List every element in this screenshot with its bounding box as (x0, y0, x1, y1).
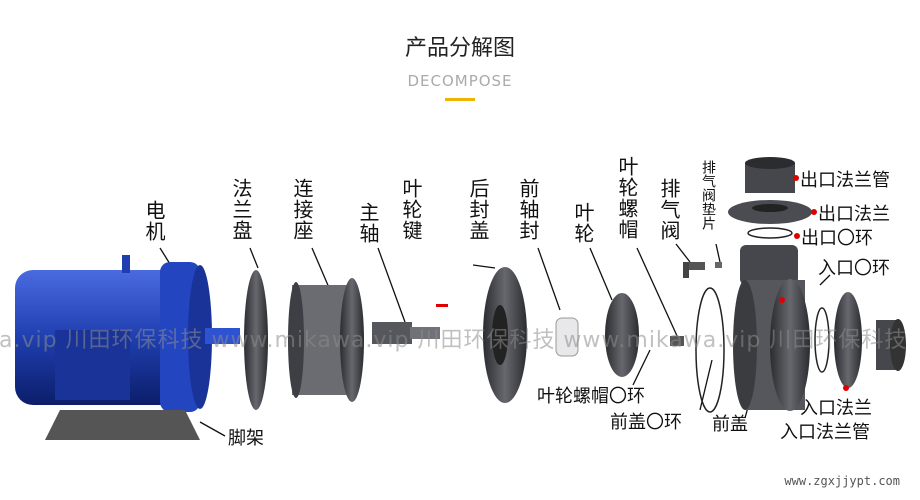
label-vent-valve-gasket: 排气阀垫片 (700, 160, 716, 230)
label-motor: 电机 (142, 200, 166, 242)
label-inlet-flange-pipe: 入口法兰管 (780, 422, 870, 443)
vent-valve (683, 262, 705, 278)
outlet-o-ring (747, 227, 793, 239)
site-watermark: www.zgxjjypt.com (784, 474, 900, 488)
front-cover-o-ring (695, 287, 725, 413)
page-title: 产品分解图 (404, 36, 515, 61)
motor (15, 255, 240, 412)
label-vent-valve: 排气阀 (657, 178, 681, 241)
inlet-flange (834, 292, 862, 388)
inlet-o-ring (814, 307, 830, 373)
front-shaft-seal (555, 317, 579, 357)
label-outlet-o-ring: 出口〇环 (801, 228, 873, 249)
impeller-nut (670, 336, 684, 346)
label-front-cover: 前盖 (712, 414, 748, 435)
label-impeller-nut-o-ring: 叶轮螺帽〇环 (537, 386, 645, 407)
outlet-flange (728, 200, 812, 224)
inlet-flange-pipe (876, 319, 906, 371)
label-front-cover-o-ring: 前盖〇环 (610, 412, 682, 433)
label-front-shaft-seal: 前轴封 (516, 178, 540, 241)
connector-seat (288, 278, 364, 402)
label-impeller: 叶轮 (571, 202, 595, 244)
label-impeller-key: 叶轮键 (399, 178, 423, 241)
flange-plate (244, 270, 268, 410)
impeller (605, 293, 639, 377)
front-cover (733, 245, 810, 411)
foot-stand (45, 410, 200, 440)
impeller-key (436, 304, 448, 307)
title-underline (445, 98, 475, 101)
main-shaft (372, 322, 440, 344)
label-outlet-flange-pipe: 出口法兰管 (800, 170, 890, 191)
page-subtitle: DECOMPOSE (407, 72, 513, 90)
label-flange-plate: 法兰盘 (229, 178, 253, 241)
label-inlet-o-ring: 入口〇环 (818, 258, 890, 279)
label-foot-stand: 脚架 (228, 428, 264, 449)
rear-cover (483, 267, 527, 403)
label-rear-cover: 后封盖 (466, 178, 490, 241)
label-inlet-flange: 入口法兰 (800, 398, 872, 419)
label-outlet-flange: 出口法兰 (818, 204, 890, 225)
outlet-flange-pipe (745, 157, 795, 193)
watermark: wa.vip 川田环保科技 www.mikawa.vip 川田环保科技 www.… (0, 328, 908, 353)
label-connector-seat: 连接座 (290, 178, 314, 241)
label-impeller-nut: 叶轮螺帽 (615, 156, 639, 240)
vent-valve-gasket (715, 262, 722, 268)
label-main-shaft: 主轴 (356, 202, 380, 244)
